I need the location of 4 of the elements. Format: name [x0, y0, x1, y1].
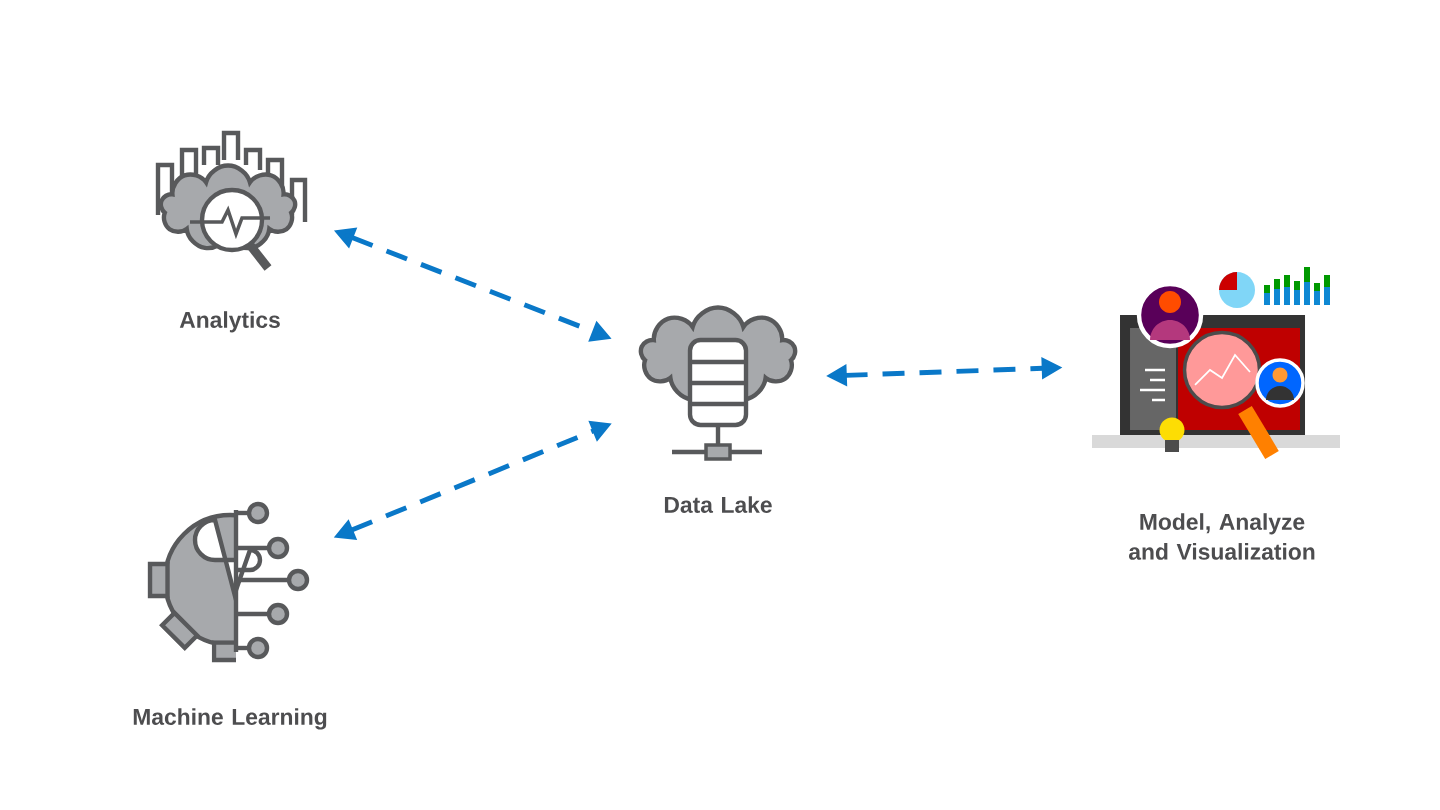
icon-caption: Machine Learning	[133, 708, 327, 730]
icon-caption: Model, Analyze and Visualization	[1128, 513, 1315, 560]
icon-caption: Data Lake	[664, 496, 772, 513]
icon-caption: Analytics	[179, 311, 280, 333]
